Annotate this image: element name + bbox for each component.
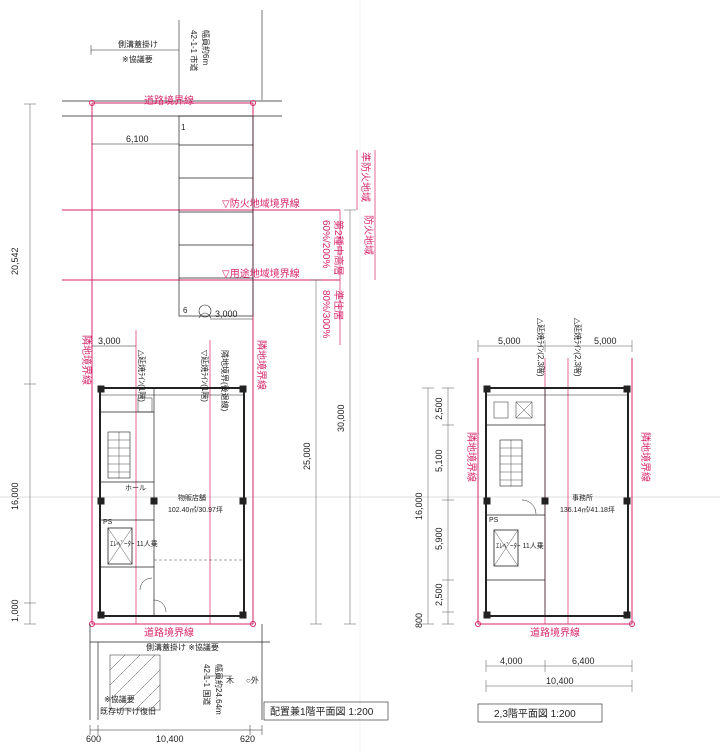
fire-zone-boundary-label: ▽防火地域境界線 bbox=[222, 197, 300, 210]
office-name: 事務所 bbox=[572, 493, 593, 502]
fire-zone-label: 防火地域 bbox=[362, 215, 375, 255]
dim-depth-16000: 16,000 bbox=[10, 482, 20, 510]
parking-area bbox=[178, 115, 254, 319]
zone-b-name: 準住居 bbox=[332, 290, 345, 320]
use-zone-boundary-label: ▽用途地域境界線 bbox=[222, 267, 300, 280]
store-area: 102.40㎡/30.97坪 bbox=[168, 506, 223, 514]
upper-bottom-dimensions bbox=[485, 660, 633, 692]
zone-b-ratio: 80%/300% bbox=[320, 290, 331, 338]
south-road-label: 42-1-1 国道 bbox=[202, 664, 212, 705]
upper-setback-right: △延焼ﾗｲﾝ(2,3階) bbox=[573, 318, 583, 377]
north-road-label: 42-1-1 市道 bbox=[189, 30, 199, 71]
upper-dim-6400: 6,400 bbox=[572, 656, 595, 666]
upper-dim-800: 800 bbox=[414, 613, 424, 628]
site-plan-title: 配置兼1階平面図 1:200 bbox=[270, 705, 374, 718]
dim-3000-left: 3,000 bbox=[98, 336, 121, 346]
upper-dim-2500-bottom: 2,500 bbox=[434, 583, 444, 606]
south-road-width: 幅員約24.64m bbox=[214, 664, 224, 715]
parking-number-1: 1 bbox=[181, 123, 186, 132]
upper-building bbox=[483, 385, 631, 619]
dim-3000-right: 3,000 bbox=[215, 309, 238, 319]
dim-25000: 25,000 bbox=[302, 442, 312, 470]
site-plan: 側溝蓋掛け ※協議要 42-1-1 市道 幅員約6m 道路境界線 bbox=[10, 10, 389, 744]
upper-plan-title-box bbox=[477, 703, 603, 723]
light-label: ○外 bbox=[246, 675, 259, 685]
dim-depth-1000: 1,000 bbox=[10, 599, 20, 622]
dim-total-depth: 20,542 bbox=[10, 247, 20, 275]
upper-left-dimensions bbox=[422, 387, 454, 625]
gutter-bottom-label: 側溝蓋掛け ※協議要 bbox=[146, 642, 219, 652]
upper-setback-left: △延焼ﾗｲﾝ(2,3階) bbox=[536, 318, 546, 377]
upper-ps-label: PS bbox=[489, 517, 499, 524]
dim-6100: 6,100 bbox=[126, 134, 149, 144]
parking-number-6: 6 bbox=[183, 306, 188, 315]
adjacent-boundary-left-label: 隣地境界線 bbox=[80, 335, 93, 385]
upper-adjacent-right-label: 隣地境界線 bbox=[639, 432, 652, 482]
ps-label: PS bbox=[103, 519, 113, 526]
store-name: 物販店舗 bbox=[178, 493, 206, 502]
upper-dim-4000: 4,000 bbox=[500, 656, 523, 666]
road-boundary-top-label: 道路境界線 bbox=[144, 94, 194, 107]
zone-a-name: 第2種中高層 bbox=[332, 220, 345, 276]
building-ground-floor bbox=[97, 385, 247, 619]
office-area: 136.14㎡/41.18坪 bbox=[560, 506, 615, 514]
upper-floor-plan: 5,000 5,000 △延焼ﾗｲﾝ(2,3階) △延焼ﾗｲﾝ(2,3階) 隣地… bbox=[414, 318, 652, 723]
dim-5000-left: 5,000 bbox=[498, 336, 521, 346]
setback-right-label: ▽延焼ﾗｲﾝ(1階) bbox=[200, 350, 210, 402]
site-plan-title-box bbox=[263, 701, 389, 721]
tree-label: 木 bbox=[226, 675, 234, 685]
retreat-label: 隣地境界(後退線) bbox=[220, 350, 230, 412]
gutter-top-note: ※協議要 bbox=[122, 54, 153, 64]
road-boundary-bottom-label: 道路境界線 bbox=[144, 626, 194, 639]
left-dimension-chain bbox=[24, 103, 356, 625]
zone-annotations bbox=[339, 150, 376, 345]
upper-dim-2500-top: 2,500 bbox=[434, 397, 444, 420]
dim-bottom-10400: 10,400 bbox=[156, 734, 184, 744]
upper-plan-title: 2,3階平面図 1:200 bbox=[494, 708, 576, 720]
dim-30000: 30,000 bbox=[336, 404, 346, 432]
upper-dim-10400: 10,400 bbox=[546, 676, 574, 686]
upper-site-boundary bbox=[475, 358, 635, 627]
upper-dim-16000: 16,000 bbox=[414, 492, 424, 520]
upper-dim-5100: 5,100 bbox=[434, 449, 444, 472]
curb-note-2: 既存切下げ復旧 bbox=[100, 706, 156, 716]
upper-elevator-label: ｴﾚﾍﾞｰﾀｰ 11人乗 bbox=[496, 541, 544, 550]
elevator-label: ｴﾚﾍﾞｰﾀｰ 11人乗 bbox=[110, 539, 158, 548]
gutter-top-label: 側溝蓋掛け bbox=[118, 39, 158, 49]
north-road-width: 幅員約6m bbox=[201, 30, 211, 65]
dim-5000-right: 5,000 bbox=[594, 336, 617, 346]
dim-bottom-600: 600 bbox=[86, 734, 101, 744]
upper-top-dimensions bbox=[477, 340, 633, 352]
south-road bbox=[89, 624, 270, 735]
curb-note: ※協議要 bbox=[104, 694, 135, 704]
adjacent-boundary-right-label: 隣地境界線 bbox=[255, 340, 268, 390]
dim-bottom-620: 620 bbox=[240, 734, 255, 744]
zone-a-ratio: 60%/200% bbox=[320, 220, 331, 268]
setback-left-label: △延焼ﾗｲﾝ(1階) bbox=[137, 350, 147, 402]
upper-adjacent-left-label: 隣地境界線 bbox=[465, 432, 478, 482]
upper-dim-5900: 5,900 bbox=[434, 527, 444, 550]
upper-road-boundary-label: 道路境界線 bbox=[530, 626, 580, 639]
semi-fire-zone-label: 準防火地域 bbox=[359, 152, 372, 202]
hall-label: ホール bbox=[125, 484, 146, 492]
